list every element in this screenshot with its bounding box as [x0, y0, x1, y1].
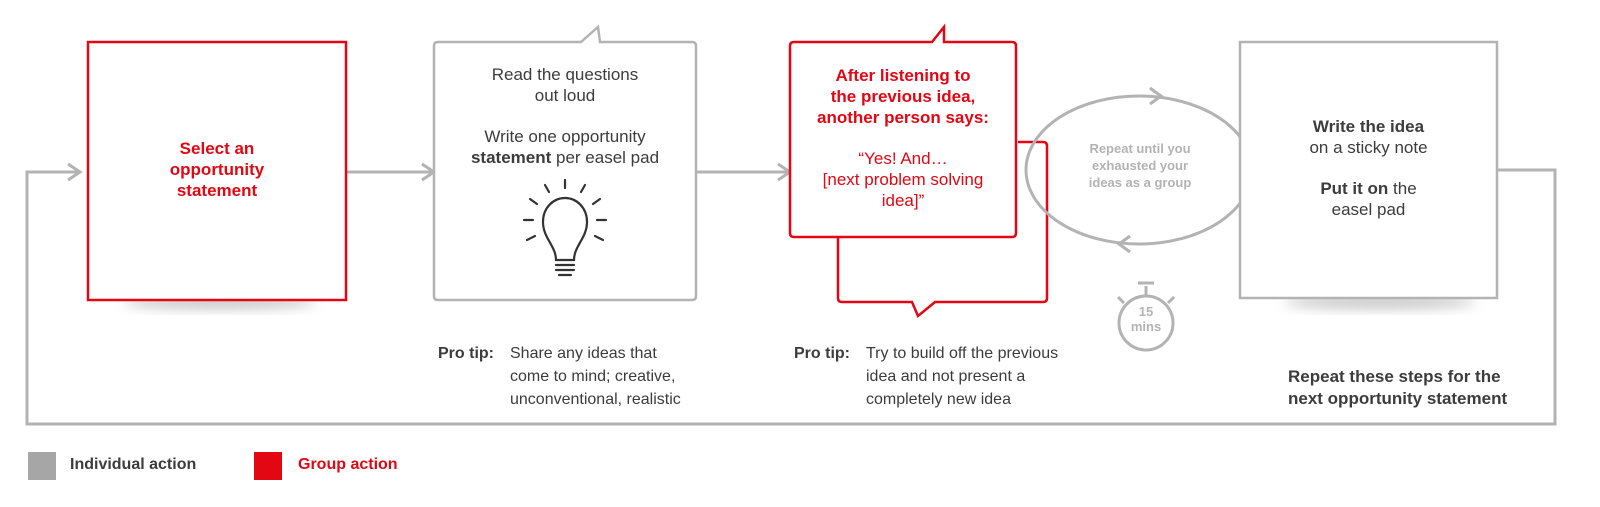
- step2-text: Read the questions out loud Write one op…: [434, 64, 696, 168]
- repeat-note: Repeat these steps for the next opportun…: [1288, 366, 1507, 410]
- step4-text: Write the idea on a sticky note Put it o…: [1240, 116, 1497, 220]
- loop-arrowhead-bottom: [1116, 234, 1131, 254]
- step3-heading-line1: After listening to: [835, 66, 971, 85]
- stopwatch-icon: [1116, 281, 1176, 352]
- pro-tip-2: Pro tip: Try to build off the previous i…: [794, 342, 1094, 414]
- return-arrowhead: [67, 162, 83, 182]
- step3-quote-line2: [next problem solving: [822, 170, 984, 189]
- lightbulb-icon: [522, 178, 608, 277]
- step1-line1: Select an: [179, 139, 255, 158]
- pro-tip-1-text: Share any ideas that come to mind; creat…: [510, 345, 681, 408]
- legend-label-individual: Individual action: [70, 456, 197, 473]
- legend-swatch-group: [254, 452, 282, 480]
- step3-front-bubble: [788, 23, 1018, 239]
- step1-line3: statement: [176, 181, 258, 200]
- legend-swatch-individual: [28, 452, 56, 480]
- legend-label-group: Group action: [298, 456, 398, 473]
- timer-value: 15: [1138, 304, 1154, 319]
- step2-line4: statement per easel pad: [471, 147, 659, 168]
- step4-line3: Put it on the: [1320, 178, 1416, 199]
- step3-heading-line3: another person says:: [817, 108, 989, 127]
- pro-tip-2-text: Try to build off the previous idea and n…: [866, 345, 1059, 408]
- step1-text: Select an opportunity statement: [88, 138, 346, 201]
- step2-rest2: per easel pad: [551, 148, 660, 167]
- pro-tip-1: Pro tip: Share any ideas that come to mi…: [438, 342, 708, 414]
- step3-text: After listening to the previous idea, an…: [790, 65, 1016, 211]
- pro-tip-2-label: Pro tip:: [794, 345, 850, 362]
- step3-heading-line2: the previous idea,: [830, 87, 976, 106]
- step4-bold1: Write the idea: [1312, 117, 1425, 136]
- step3-quote-line3: idea]”: [881, 191, 925, 210]
- loop-line2: exhausted your: [1091, 158, 1189, 173]
- step3-quote-line1: “Yes! And…: [858, 149, 948, 168]
- pro-tip-1-label: Pro tip:: [438, 345, 494, 362]
- step4-bold3: Put it on: [1320, 179, 1389, 198]
- step2-line2: out loud: [534, 86, 596, 105]
- step2-bold1: Write one opportunity: [484, 127, 646, 146]
- loop-line3: ideas as a group: [1088, 175, 1192, 190]
- step4-box: [1238, 40, 1499, 300]
- loop-line1: Repeat until you: [1089, 141, 1191, 156]
- step1-box: [86, 40, 348, 302]
- step4-line2: on a sticky note: [1309, 138, 1428, 157]
- step2-box: [432, 24, 698, 302]
- return-loop-line: [25, 168, 1557, 426]
- timer-text: 15 mins: [1116, 304, 1176, 334]
- step4-line4: easel pad: [1331, 200, 1406, 219]
- step4-rest3: the: [1388, 179, 1417, 198]
- step2-bold2: statement: [470, 148, 552, 167]
- step2-line1: Read the questions: [491, 65, 639, 84]
- loop-text: Repeat until you exhausted your ideas as…: [1060, 140, 1220, 191]
- repeat-note-line2: next opportunity statement: [1288, 389, 1508, 408]
- step1-line2: opportunity: [169, 160, 265, 179]
- loop-arrowhead-top: [1149, 86, 1164, 106]
- step3-back-bubble: [836, 140, 1049, 319]
- timer-unit: mins: [1130, 319, 1162, 334]
- repeat-note-line1: Repeat these steps for the: [1288, 367, 1501, 386]
